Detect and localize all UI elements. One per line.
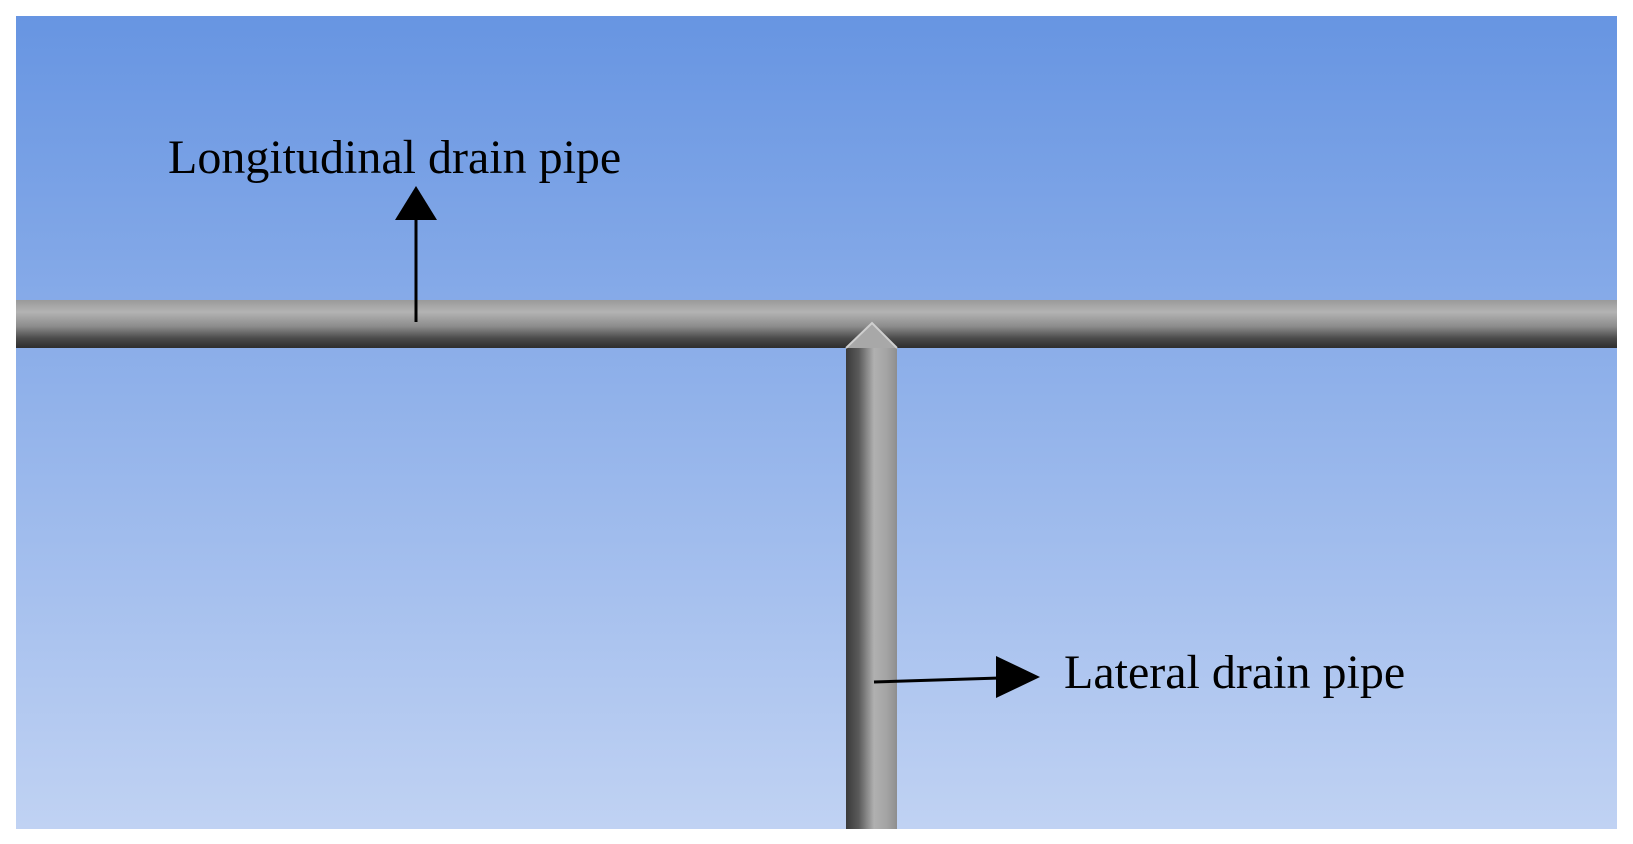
longitudinal-arrow xyxy=(395,186,437,322)
longitudinal-label: Longitudinal drain pipe xyxy=(168,131,621,184)
sky-background xyxy=(16,16,1617,829)
longitudinal-drain-pipe xyxy=(16,300,1617,349)
lateral-drain-pipe xyxy=(846,322,897,829)
lateral-arrow xyxy=(873,656,1040,698)
lateral-label: Lateral drain pipe xyxy=(1064,646,1405,699)
